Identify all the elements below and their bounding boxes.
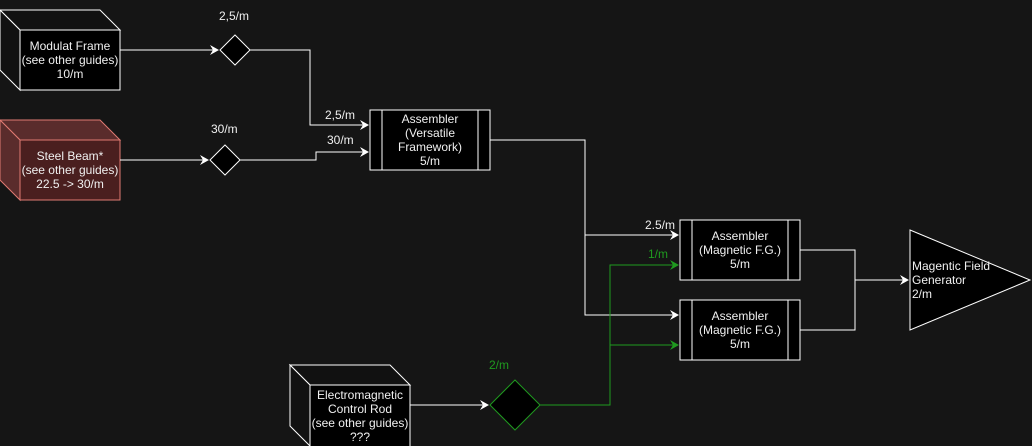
edge-mfg-merge <box>800 249 908 331</box>
text-line: (Versatile <box>404 126 456 140</box>
text-line: Control Rod <box>327 402 393 416</box>
text-line: (see other guides) <box>21 163 119 177</box>
text-line: 5/m <box>419 154 440 168</box>
assembler-mfg-1-node[interactable] <box>679 219 801 281</box>
text-line: Magentic Field <box>912 259 991 273</box>
output-label: Magentic Field Generator 2/m <box>912 258 1012 302</box>
assembler-mfg-1-label: Assembler (Magnetic F.G.) 5/m <box>692 220 788 280</box>
modular-frame-node[interactable] <box>0 9 122 92</box>
assembler-vf-node[interactable] <box>369 109 491 171</box>
text-line: Generator <box>912 273 967 287</box>
edge-vf-to-mfg2 <box>584 235 679 320</box>
beam-splitter[interactable] <box>209 144 241 176</box>
text-line: 5/m <box>729 337 750 351</box>
modular-frame-label: Modulat Frame (see other guides) 10/m <box>20 30 120 90</box>
text-line: Assembler <box>711 309 769 323</box>
text-line: ??? <box>349 430 371 444</box>
text-line: Framework) <box>397 140 462 154</box>
text-line: (see other guides) <box>311 416 409 430</box>
edge-label-frame-to-asm: 2,5/m <box>325 108 356 122</box>
text-line: (Magnetic F.G.) <box>698 243 782 257</box>
frame-splitter[interactable] <box>219 34 251 66</box>
text-line: Assembler <box>711 229 769 243</box>
em-control-rod-node[interactable] <box>288 363 412 446</box>
text-line: 22.5 -> 30/m <box>36 177 104 191</box>
steel-beam-node[interactable] <box>0 119 122 202</box>
edge-frame-splitter-to-asm <box>250 49 369 130</box>
edge-rod-to-mfg1 <box>540 260 679 406</box>
edge-label-beam-split: 30/m <box>211 122 238 136</box>
steel-beam-label: Steel Beam* (see other guides) 22.5 -> 3… <box>20 140 120 200</box>
edge-beam-splitter-to-asm <box>240 147 369 161</box>
edge-label-frame-split: 2,5/m <box>219 9 250 23</box>
assembler-vf-label: Assembler (Versatile Framework) 5/m <box>382 110 478 170</box>
text-line: (see other guides) <box>21 53 119 67</box>
edge-label-vf-to-mfg: 2.5/m <box>645 218 676 232</box>
text-line: (Magnetic F.G.) <box>698 323 782 337</box>
rod-splitter[interactable] <box>489 379 541 431</box>
em-control-rod-label: Electromagnetic Control Rod (see other g… <box>310 386 410 446</box>
edge-label-rod-split: 2/m <box>489 358 510 372</box>
assembler-mfg-2-node[interactable] <box>679 299 801 361</box>
text-line: 5/m <box>729 257 750 271</box>
text-line: Electromagnetic <box>316 388 404 402</box>
text-line: Modulat Frame <box>29 39 111 53</box>
edge-vf-to-mfg1 <box>490 139 679 240</box>
text-line: 2/m <box>912 287 933 301</box>
text-line: Steel Beam* <box>36 149 104 163</box>
text-line: 10/m <box>56 67 84 81</box>
assembler-mfg-2-label: Assembler (Magnetic F.G.) 5/m <box>692 300 788 360</box>
edge-label-beam-to-asm: 30/m <box>327 133 354 147</box>
edge-label-rod-to-mfg: 1/m <box>648 247 669 261</box>
text-line: Assembler <box>401 112 459 126</box>
